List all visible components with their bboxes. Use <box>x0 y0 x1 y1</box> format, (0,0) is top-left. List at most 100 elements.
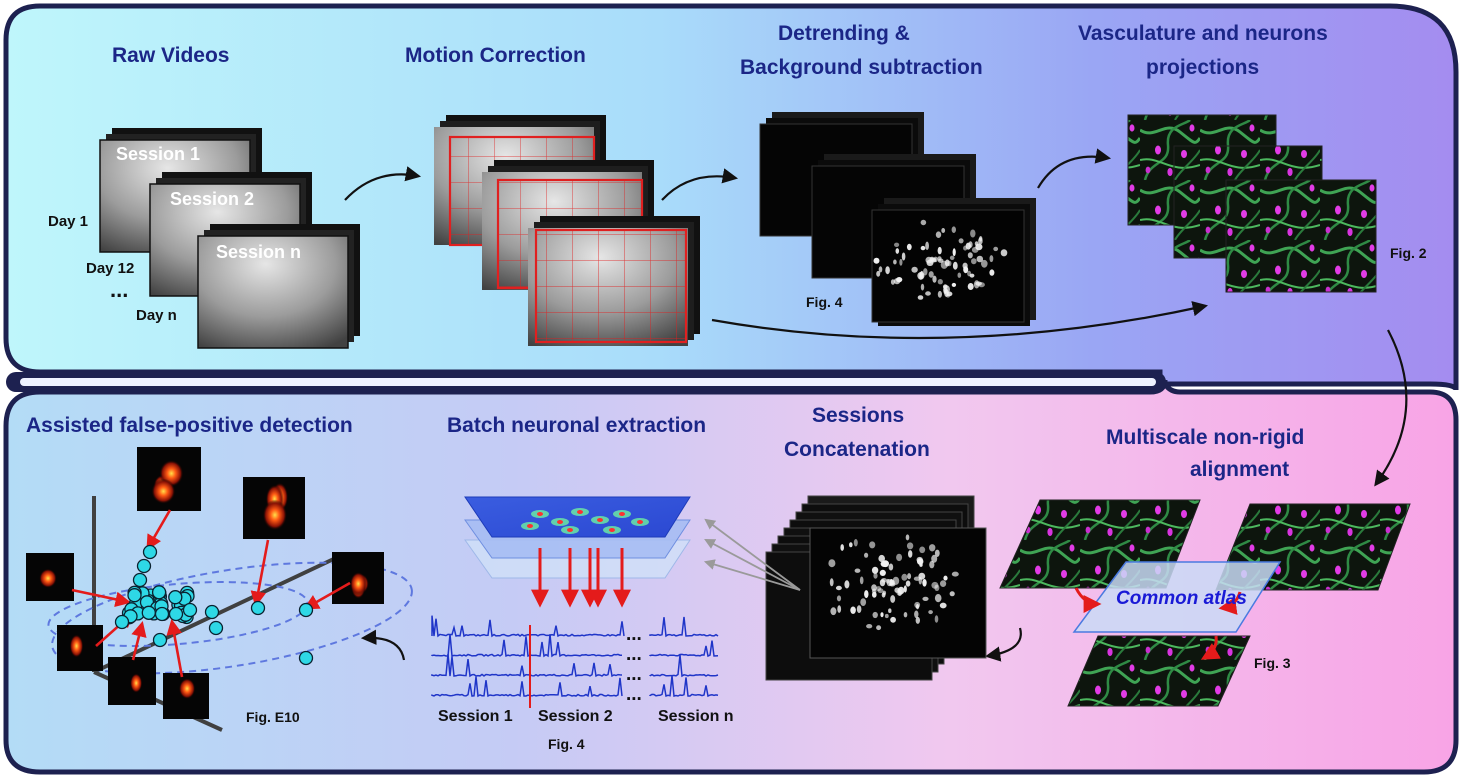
neuron-spot <box>981 259 988 268</box>
neuron-spot <box>884 613 889 619</box>
neuron-spot <box>989 269 995 276</box>
feature-point <box>152 632 168 648</box>
neuron-spot <box>871 584 877 591</box>
neuron-spot <box>937 290 943 298</box>
projections-stack <box>1127 114 1377 293</box>
neuron-spot <box>947 260 952 267</box>
neuron-spot <box>881 592 886 598</box>
neuron-spot <box>844 580 850 589</box>
neuron-spot <box>859 576 864 585</box>
neuron-spot <box>871 566 879 574</box>
neuron-spot <box>967 252 973 259</box>
candidate-blob <box>151 478 176 504</box>
candidate-arrow <box>303 581 351 610</box>
neuron-spot <box>878 266 883 273</box>
neuron-spot <box>877 588 884 594</box>
neuron-spot <box>919 546 926 554</box>
neuron-spot <box>864 590 869 599</box>
neuron-spot <box>828 559 836 568</box>
neuron-spot <box>974 241 979 247</box>
neuron-spot <box>888 563 894 571</box>
component-center <box>537 512 543 516</box>
neuron-spot <box>864 552 869 558</box>
neuron-spot <box>923 268 928 276</box>
neuron-spot <box>932 275 937 283</box>
neuron-spot <box>908 550 913 558</box>
neuron-spot <box>840 544 844 551</box>
trace-dots-3: ... <box>626 664 642 685</box>
trace-line <box>431 615 625 638</box>
candidate-blob <box>262 499 288 531</box>
candidate-arrow <box>131 620 147 661</box>
neuron-spot <box>970 229 976 238</box>
trace-line <box>649 616 719 638</box>
neuron-spot <box>906 243 912 251</box>
trace-session-2-label: Session 2 <box>538 708 613 725</box>
neuron-spot <box>876 270 881 277</box>
neuron-spot <box>952 261 958 270</box>
feature-point <box>141 605 156 620</box>
component-center <box>597 518 603 522</box>
candidate-arrow <box>166 618 184 678</box>
extraction-arrows <box>531 548 631 608</box>
neuron-spot <box>951 571 959 577</box>
neuron-spot <box>890 595 896 603</box>
candidate-blob <box>69 634 84 658</box>
neuron-spot <box>951 226 956 233</box>
trace-line <box>649 654 719 678</box>
neuron-spot <box>885 266 890 275</box>
neuron-spot <box>920 283 925 291</box>
fp-scatter <box>26 447 413 732</box>
candidate-blob <box>178 678 196 700</box>
arrow-batch-to-fp <box>360 629 406 661</box>
projections-title-line1: Vasculature and neurons <box>1078 22 1328 45</box>
top-panel <box>3 3 1459 391</box>
neuron-spot <box>856 605 862 613</box>
day-1-label: Day 1 <box>48 213 88 230</box>
neuron-spot <box>896 588 903 596</box>
neuron-spot <box>931 581 939 589</box>
neuron-spot <box>873 257 880 264</box>
neuron-spot <box>978 237 983 245</box>
neuron-spot <box>943 575 948 581</box>
feature-point <box>208 620 224 636</box>
neuron-spot <box>929 256 935 262</box>
raw-videos-stack <box>99 128 360 349</box>
neuron-spot <box>958 238 964 244</box>
neuron-spot <box>893 278 901 285</box>
neuron-spot <box>903 585 907 593</box>
neuron-spot <box>880 612 884 618</box>
neuron-spot <box>890 616 896 623</box>
neuron-spot <box>860 598 867 606</box>
neuron-spot <box>911 266 918 273</box>
component-center <box>577 510 583 514</box>
neuron-spot <box>928 271 934 278</box>
candidate-arrow <box>71 588 132 608</box>
component-center <box>527 524 533 528</box>
neuron-spot <box>1000 249 1008 257</box>
detrending-fig-label: Fig. 4 <box>806 294 843 310</box>
neuron-spot <box>830 607 837 616</box>
neuron-spot <box>934 549 940 557</box>
detrending-stack <box>759 112 1036 326</box>
neuron-spot <box>971 246 979 253</box>
concatenation-title-line1: Sessions <box>812 404 904 427</box>
neuron-spot <box>899 258 903 266</box>
trace-line <box>431 634 623 658</box>
neuron-spot <box>934 594 942 603</box>
day-n-label: Day n <box>136 307 177 324</box>
component-center <box>637 520 643 524</box>
fp-title: Assisted false-positive detection <box>26 414 353 437</box>
feature-point <box>298 650 314 666</box>
session-n-label: Session n <box>216 242 301 262</box>
neuron-spot <box>917 558 924 565</box>
neuron-spot <box>905 580 911 587</box>
neuron-spot <box>905 534 910 541</box>
neuron-spot <box>850 606 856 614</box>
neuron-spot <box>971 258 977 265</box>
arrow-raw-to-motion <box>344 166 422 201</box>
neuron-spot <box>914 610 919 619</box>
neuron-spot <box>943 285 950 294</box>
alignment-title-line2: alignment <box>1190 458 1289 481</box>
trace-session-n-label: Session n <box>658 708 734 725</box>
